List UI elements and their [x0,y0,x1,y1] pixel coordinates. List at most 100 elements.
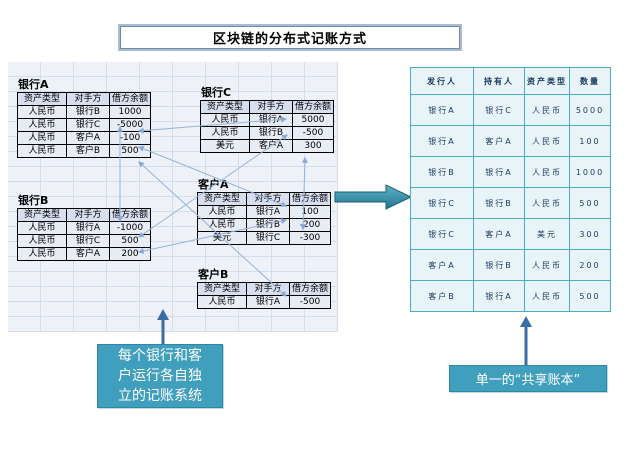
column-header: 借方余额 [109,208,151,222]
table-header-row: 资产类型 对手方 借方余额 [17,208,151,222]
table-cell: 人民币 [17,118,67,132]
table-header-row: 发行人 持有人 资产类型 数量 [410,67,611,95]
table-cell: 银行A [410,125,474,157]
ledger-customer-b: 客户B 资产类型 对手方 借方余额 人民币银行A-500 [197,268,331,309]
table-cell: 银行B [410,156,474,188]
ledger-table: 资产类型 对手方 借方余额 人民币银行A-500 [197,282,331,309]
flow-arrow-icon [334,184,413,210]
table-row: 人民币银行A-500 [197,295,331,309]
table-row: 人民币银行B-500 [200,126,334,140]
column-header: 借方余额 [292,100,334,114]
table-cell: 1000 [569,156,611,188]
table-row: 人民币客户A-100 [17,131,151,145]
table-cell: -1000 [109,221,151,235]
table-cell: 500 [109,144,151,158]
column-header: 资产类型 [200,100,250,114]
table-cell: 银行A [246,295,290,309]
table-cell: 人民币 [17,131,67,145]
table-cell: 银行A [473,280,525,312]
right-callout: 单一的“共享账本” [449,365,607,392]
table-cell: 客户A [410,249,474,281]
column-header: 对手方 [66,92,110,106]
table-cell: 银行B [66,105,110,119]
table-cell: 客户A [66,247,110,261]
arrow-shape [334,184,413,210]
table-cell: 客户B [410,280,474,312]
column-header: 持有人 [473,67,525,95]
right-callout-connector [520,316,532,366]
table-cell: 美元 [524,218,570,250]
table-cell: 银行A [246,205,290,219]
table-cell: 银行C [246,231,290,245]
table-row: 人民币银行C-5000 [17,118,151,132]
table-cell: 银行A [249,113,293,127]
table-cell: 100 [569,125,611,157]
ledger-title: 银行B [18,194,49,207]
column-header: 资产类型 [17,208,67,222]
table-cell: 100 [289,205,331,219]
table-cell: 银行C [66,118,110,132]
table-cell: 银行B [473,187,525,219]
table-cell: 客户B [66,144,110,158]
table-cell: 人民币 [524,187,570,219]
table-cell: 5000 [569,94,611,126]
table-cell: -500 [289,295,331,309]
table-cell: 银行C [410,187,474,219]
table-cell: 人民币 [524,280,570,312]
table-cell: 500 [109,234,151,248]
table-cell: 美元 [200,139,250,153]
left-callout: 每个银行和客 户运行各自独 立的记账系统 [97,344,223,408]
table-cell: 银行A [66,221,110,235]
table-cell: 人民币 [17,144,67,158]
table-cell: 人民币 [197,295,247,309]
table-cell: 500 [569,280,611,312]
table-cell: 300 [569,218,611,250]
table-cell: 客户A [473,218,525,250]
table-cell: -200 [289,218,331,232]
table-cell: -500 [292,126,334,140]
table-cell: 500 [569,187,611,219]
ledger-title: 客户A [198,178,229,191]
column-header: 发行人 [410,67,474,95]
arrow-up-icon [520,316,532,327]
table-cell: 客户A [249,139,293,153]
table-header-row: 资产类型 对手方 借方余额 [200,100,334,114]
table-cell: 300 [292,139,334,153]
table-header-row: 资产类型 对手方 借方余额 [197,192,331,206]
arrow-up-icon [157,309,169,320]
table-row: 美元银行C-300 [197,231,331,245]
table-cell: 银行C [410,218,474,250]
table-cell: 客户A [66,131,110,145]
table-cell: 美元 [197,231,247,245]
table-cell: 人民币 [200,113,250,127]
column-header: 资产类型 [197,192,247,206]
table-header-row: 资产类型 对手方 借方余额 [197,282,331,296]
table-row: 人民币银行B-200 [197,218,331,232]
column-header: 资产类型 [197,282,247,296]
table-cell: 银行C [66,234,110,248]
column-header: 资产类型 [17,92,67,106]
table-cell: -300 [289,231,331,245]
table-cell: 银行A [473,156,525,188]
diagram-title: 区块链的分布式记账方式 [118,24,462,51]
table-cell: 1000 [109,105,151,119]
left-callout-connector [157,309,169,345]
column-header: 对手方 [249,100,293,114]
table-cell: 客户A [473,125,525,157]
